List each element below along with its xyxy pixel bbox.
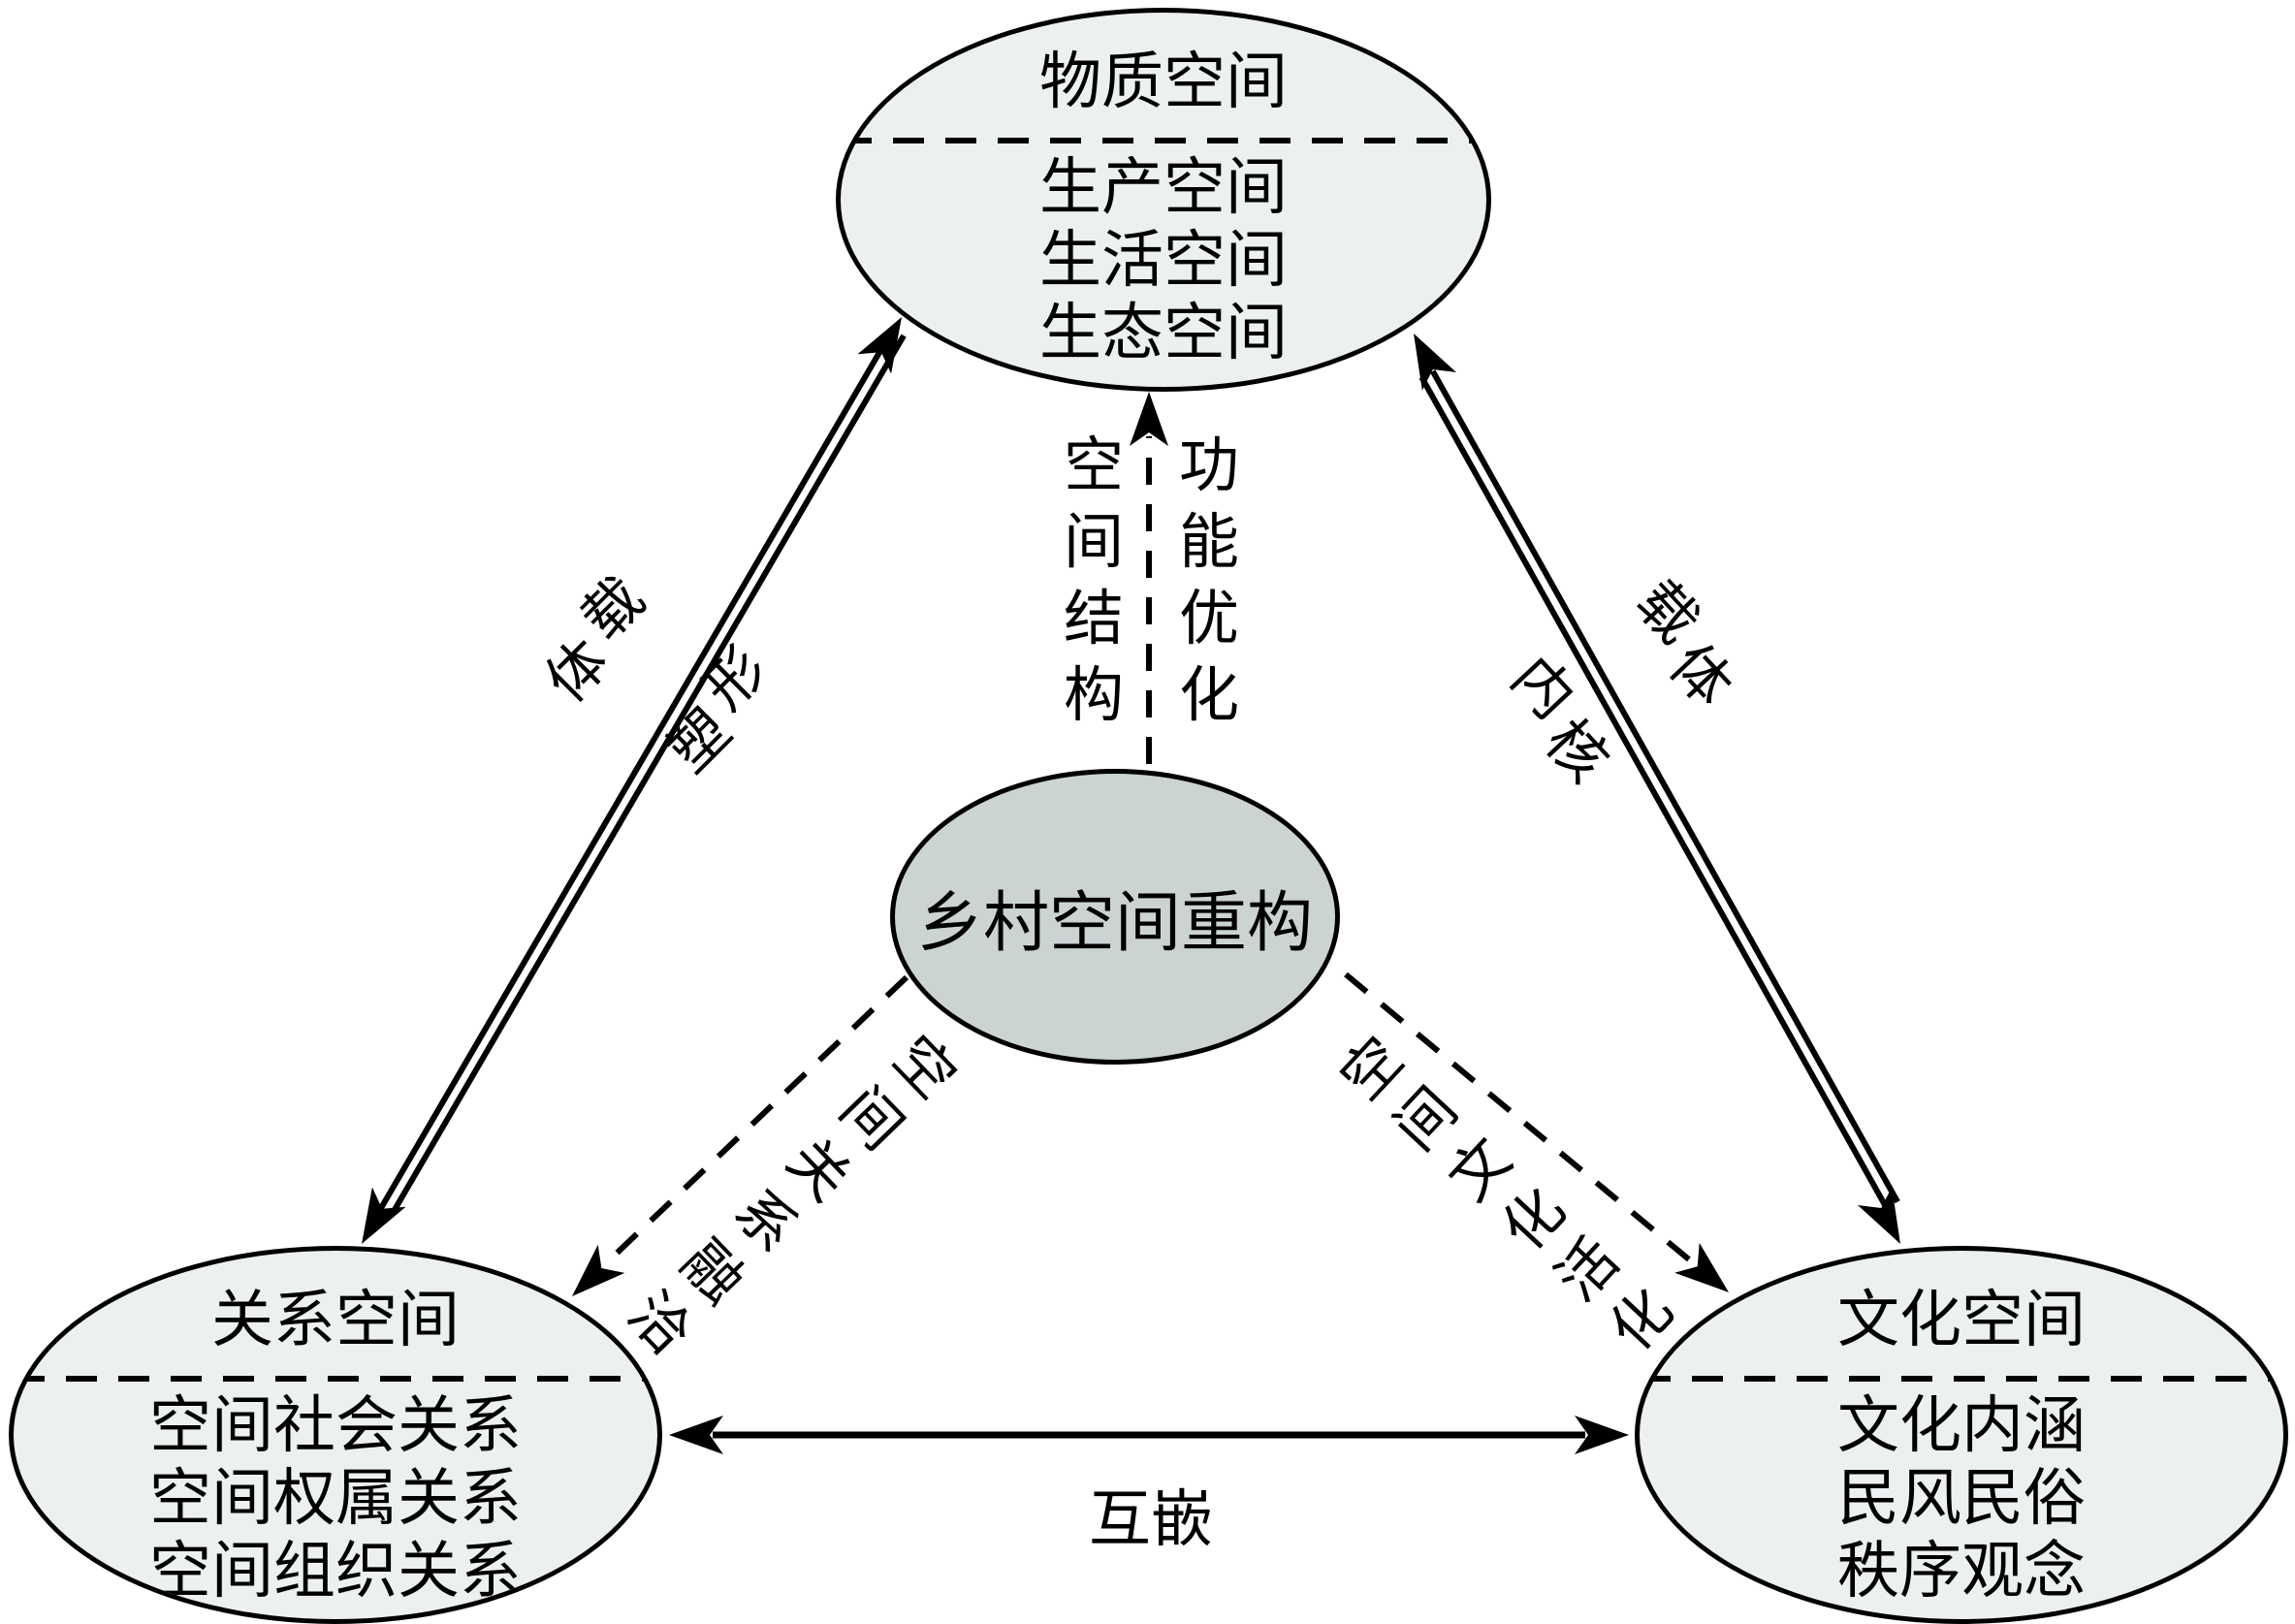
- rural-space-reconstruction-ellipse: 乡村空间重构: [890, 769, 1340, 1065]
- cultural-space-divider: [1640, 1376, 2283, 1382]
- core-to-cultural-dashed-arrow: [1344, 971, 1729, 1292]
- relational-space-divider: [14, 1376, 657, 1382]
- cultural-space-items: 文化内涵 民风民俗 秩序观念: [1640, 1384, 2283, 1619]
- relational-space-ellipse: 关系空间 空间社会关系 空间权属关系 空间组织关系: [9, 1246, 662, 1624]
- rural-space-reconstruction-title: 乡村空间重构: [916, 886, 1313, 960]
- relational-space-items: 空间社会关系 空间权属关系 空间组织关系: [14, 1384, 657, 1619]
- edge-label-char: 间: [1064, 509, 1125, 576]
- edge-label-char: 优: [1179, 586, 1240, 653]
- list-item: 文化内涵: [1837, 1390, 2086, 1460]
- core-to-material-dashed-arrow: [1130, 392, 1168, 764]
- material-space-items: 生产空间 生活空间 生态空间: [841, 145, 1486, 387]
- material-relational-double-arrow: [362, 317, 907, 1244]
- list-item: 民风民俗: [1837, 1463, 2086, 1533]
- relational-space-title: 关系空间: [211, 1286, 460, 1354]
- material-cultural-double-arrow: [1414, 334, 1900, 1244]
- spatial-structure-label: 空间结构: [1064, 421, 1125, 729]
- list-item: 生产空间: [1039, 152, 1288, 222]
- edge-label-char: 能: [1179, 509, 1240, 576]
- edge-label-char: 结: [1064, 586, 1125, 653]
- edge-label-char: 空: [1064, 432, 1125, 499]
- material-space-title: 物质空间: [1039, 48, 1288, 116]
- material-space-ellipse: 物质空间 生产空间 生活空间 生态空间: [836, 8, 1491, 392]
- cultural-space-ellipse: 文化空间 文化内涵 民风民俗 秩序观念: [1635, 1246, 2288, 1624]
- list-item: 空间组织关系: [149, 1536, 522, 1606]
- list-item: 空间社会关系: [149, 1390, 522, 1460]
- function-optimization-label: 功能优化: [1179, 421, 1240, 729]
- edge-label-char: 化: [1179, 662, 1240, 729]
- edge-label-char: 功: [1179, 432, 1240, 499]
- list-item: 空间权属关系: [149, 1463, 522, 1533]
- list-item: 生态空间: [1039, 298, 1288, 367]
- mutual-embedding-label: 互嵌: [1089, 1485, 1213, 1554]
- core-to-relational-dashed-arrow: [572, 974, 909, 1296]
- list-item: 秩序观念: [1837, 1536, 2086, 1606]
- cultural-space-title: 文化空间: [1837, 1286, 2086, 1354]
- edge-label-char: 构: [1064, 662, 1125, 729]
- mutual-embedding-arrow: [669, 1416, 1629, 1454]
- list-item: 生活空间: [1039, 225, 1288, 295]
- material-space-divider: [841, 138, 1486, 143]
